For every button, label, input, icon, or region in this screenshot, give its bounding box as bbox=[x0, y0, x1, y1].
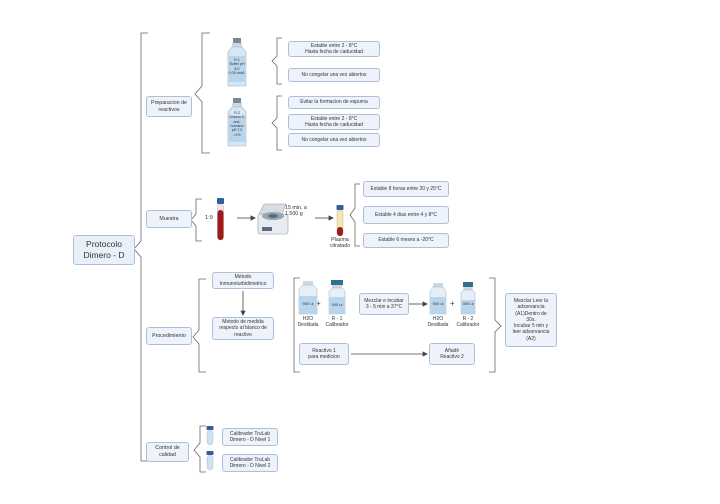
control-tube-1-icon bbox=[206, 426, 214, 446]
r2-notes-bracket bbox=[271, 95, 282, 151]
measure-box[interactable]: Metodo de medida respecto al blanco de r… bbox=[212, 317, 274, 340]
blood-tube-icon bbox=[217, 198, 224, 241]
category-procedimiento[interactable]: Procedimiento bbox=[146, 327, 192, 345]
method-box[interactable]: Método Inmunoturbidimetrico bbox=[212, 272, 274, 289]
h2o-label-1: H2O Destilada bbox=[297, 316, 319, 328]
r1-note-no-freeze[interactable]: No congelar una vez abiertos bbox=[288, 68, 380, 82]
procedure-bracket bbox=[192, 278, 206, 373]
r2-note-no-freeze[interactable]: No congelar una vez abiertos bbox=[288, 133, 380, 147]
r2-note-storage[interactable]: Estable entre 2 - 8°C Hasta fecha de cad… bbox=[288, 114, 380, 130]
steps-bracket bbox=[293, 277, 300, 373]
plasma-tube-icon bbox=[336, 205, 344, 237]
ratio-label: 1:9 bbox=[205, 215, 213, 221]
stability-bracket bbox=[349, 183, 360, 247]
root-node[interactable]: Protocolo Dimero - D bbox=[73, 235, 135, 265]
category-preparacion[interactable]: Preparacion de reactivos bbox=[146, 96, 192, 117]
h2o-vial-1-icon bbox=[298, 281, 318, 315]
stability-frozen[interactable]: Estable 6 meses a -20°C bbox=[363, 233, 449, 248]
r2-vial-icon bbox=[460, 282, 476, 315]
r2-note-foam[interactable]: Evitar la formacion de espuma bbox=[288, 96, 380, 109]
r1-vial-icon bbox=[328, 280, 346, 315]
bottle-r2-label: R-2 Dimero D anti- humano pH 7.0 <1% bbox=[229, 111, 245, 137]
h2o-label-2: H2O Destilada bbox=[427, 316, 449, 328]
control-bracket bbox=[193, 425, 206, 473]
r1-vial-volume: 900 ul bbox=[331, 302, 343, 307]
category-muestra[interactable]: Muestra bbox=[146, 210, 192, 228]
stability-room-temp[interactable]: Estable 8 horas entre 20 y 25°C bbox=[363, 181, 449, 197]
h2o-vial-1-volume: 900 ul bbox=[302, 301, 314, 306]
plus-sign-1: + bbox=[316, 299, 321, 308]
prep-bracket bbox=[194, 32, 210, 154]
centrifuge-label: 15 min. a 1.500 g bbox=[285, 205, 307, 218]
mix-incubate-box[interactable]: Mezclar e incubar 3 - 5 min a 37°C bbox=[359, 293, 409, 315]
add-reagent-2-box[interactable]: Añadir Reactivo 2 bbox=[429, 343, 475, 365]
control-level-2-box[interactable]: Calibrador TruLab Dimero - D Nivel 2 bbox=[222, 454, 278, 472]
plus-sign-2: + bbox=[450, 299, 455, 308]
r1-note-storage[interactable]: Estable entre 2 - 8°C Hasta fecha de cad… bbox=[288, 41, 380, 57]
r1-notes-bracket bbox=[271, 37, 282, 85]
control-tube-2-icon bbox=[206, 451, 214, 471]
steps-right-bracket bbox=[489, 277, 502, 373]
reagent-1-box[interactable]: Reactivo 1 para medicion bbox=[299, 343, 349, 365]
r2-vial-volume: 300 ul bbox=[462, 301, 474, 306]
h2o-vial-2-icon bbox=[429, 283, 447, 315]
category-control-calidad[interactable]: Control de calidad bbox=[146, 442, 189, 462]
plasma-label: Plasma citratado bbox=[329, 237, 351, 250]
h2o-vial-2-volume: 900 ul bbox=[432, 301, 444, 306]
bottle-r1-label: R-1 Buffer pH 8.0 0.05 mol/L bbox=[228, 58, 246, 75]
reagent-bottle-r1-icon bbox=[227, 38, 247, 87]
read-absorbance-box[interactable]: Mezclar Leer la adsorvancia (A1)Dentro d… bbox=[505, 293, 557, 347]
centrifuge-icon bbox=[257, 203, 289, 235]
reagent-bottle-r2-icon bbox=[227, 98, 247, 147]
r2-calibrador-label: R - 2 Calibrador bbox=[456, 316, 480, 328]
muestra-bracket bbox=[190, 198, 202, 242]
stability-fridge[interactable]: Estable 4 dias entre 4 y 8°C bbox=[363, 206, 449, 224]
r1-calibrador-label: R - 1 Calibrador bbox=[325, 316, 349, 328]
control-level-1-box[interactable]: Calibrador TruLab Dimero - D Nivel 1 bbox=[222, 428, 278, 446]
